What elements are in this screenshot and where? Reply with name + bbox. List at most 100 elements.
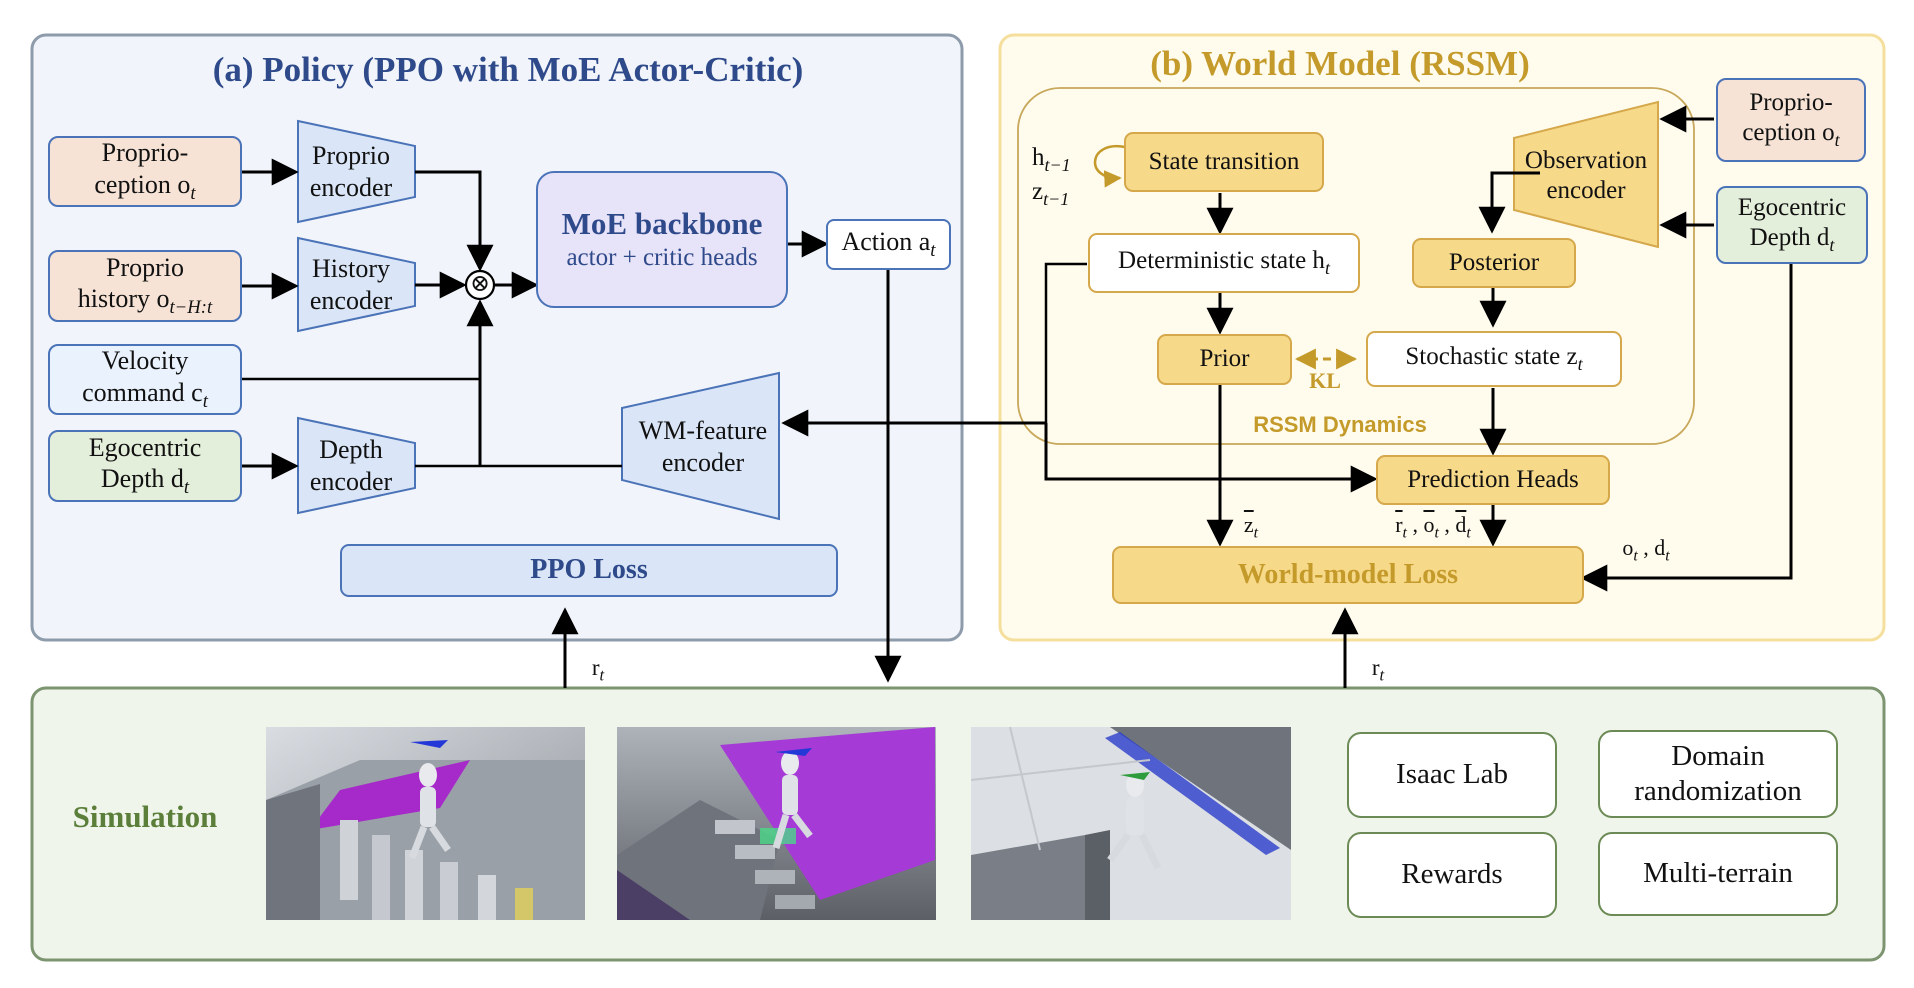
feature-domain-randomization: Domain randomization xyxy=(1598,730,1838,818)
wm-feature-encoder-shape xyxy=(621,371,780,521)
wm-feature-encoder-line2: encoder xyxy=(661,448,745,477)
deterministic-label: Deterministic state h xyxy=(1118,247,1325,275)
wm-reward-label: rt xyxy=(1358,655,1398,685)
observation-encoder-line2: encoder xyxy=(1546,177,1626,204)
observation-encoder-line1: Observation xyxy=(1524,146,1648,174)
targets-label: ot , dt xyxy=(1622,534,1670,565)
rssm-dynamics-region xyxy=(1017,87,1695,445)
action-label: Action a xyxy=(841,226,931,256)
world-model-title: (b) World Model (RSSM) xyxy=(1150,44,1530,83)
input-proprio-history-line2: history o xyxy=(77,284,170,314)
wm-input-egocentric-depth: Egocentric Depth dt xyxy=(1716,186,1868,264)
posterior: Posterior xyxy=(1412,238,1576,288)
wm-input-proprio-line1: Proprio- xyxy=(1749,88,1833,116)
wm-feature-encoder-line1: WM-feature xyxy=(638,416,768,446)
input-velocity-line1: Velocity xyxy=(101,346,189,376)
action-sub: t xyxy=(930,240,936,262)
action-output: Action at xyxy=(826,219,951,270)
depth-encoder-line2: encoder xyxy=(309,467,393,496)
recurrence-loop xyxy=(1093,144,1126,188)
z-hat-sub: t xyxy=(1253,524,1259,542)
input-proprioception-line1: Proprio- xyxy=(101,138,189,168)
proprio-encoder-shape xyxy=(297,119,416,224)
input-proprio-history-line1: Proprio xyxy=(106,252,184,282)
feature-rewards: Rewards xyxy=(1347,832,1557,918)
moe-backbone: MoE backbone actor + critic heads xyxy=(536,171,788,308)
input-velocity-sub: t xyxy=(202,391,208,413)
depth-encoder-line1: Depth xyxy=(319,435,383,465)
fusion-symbol: ⊗ xyxy=(469,271,491,298)
wm-feature-encoder-label: WM-feature encoder xyxy=(630,410,776,484)
stochastic-label: Stochastic state z xyxy=(1405,343,1578,371)
observation-encoder-shape xyxy=(1513,100,1659,249)
feature-multi-terrain: Multi-terrain xyxy=(1598,832,1838,916)
z-hat: z xyxy=(1243,511,1254,537)
wm-input-proprioception: Proprio- ception ot xyxy=(1716,78,1866,162)
policy-reward-sub: t xyxy=(599,665,605,685)
deterministic-sub: t xyxy=(1324,258,1330,279)
prediction-heads: Prediction Heads xyxy=(1376,455,1610,505)
wm-input-depth-line2: Depth d xyxy=(1749,224,1830,252)
moe-backbone-subtitle: actor + critic heads xyxy=(566,244,758,272)
sim-render-stairs xyxy=(617,727,936,920)
input-depth-line1: Egocentric xyxy=(88,432,202,462)
policy-reward-label: rt xyxy=(578,655,618,685)
input-egocentric-depth: Egocentric Depth dt xyxy=(48,430,242,502)
world-model-arrows xyxy=(781,105,1793,688)
depth-encoder-shape xyxy=(297,416,416,515)
target-o-sub: t xyxy=(1633,547,1638,565)
input-velocity-command: Velocity command ct xyxy=(48,344,242,415)
simulation-title: Simulation xyxy=(72,799,218,835)
sim-render-gap xyxy=(970,726,1291,920)
input-proprio-history: Proprio history ot−H:t xyxy=(48,250,242,322)
prior: Prior xyxy=(1157,334,1292,385)
pred-o-sub: t xyxy=(1434,524,1439,542)
input-depth-line2: Depth d xyxy=(100,464,184,494)
feature-isaac-lab: Isaac Lab xyxy=(1347,732,1557,818)
depth-encoder-label: Depth encoder xyxy=(298,432,404,500)
target-d: d xyxy=(1654,534,1666,560)
moe-backbone-title: MoE backbone xyxy=(561,206,763,242)
prev-z: z xyxy=(1032,178,1044,205)
rssm-dynamics-label: RSSM Dynamics xyxy=(1253,411,1427,437)
policy-arrows xyxy=(242,158,902,688)
kl-label: KL xyxy=(1309,367,1341,393)
wm-reward-sub: t xyxy=(1379,665,1385,685)
history-encoder-line2: encoder xyxy=(309,286,393,315)
proprio-encoder-label: Proprio encoder xyxy=(298,138,404,206)
prev-h: h xyxy=(1032,144,1045,172)
deterministic-state: Deterministic state ht xyxy=(1088,233,1360,293)
wm-input-depth-line1: Egocentric xyxy=(1737,193,1847,221)
state-transition: State transition xyxy=(1124,132,1324,192)
observation-encoder-label: Observation encoder xyxy=(1514,142,1658,210)
input-velocity-line2: command c xyxy=(82,377,203,407)
sim-render-stepping-stones xyxy=(266,727,585,920)
pred-r: r xyxy=(1395,511,1403,537)
input-proprioception-line2: ception o xyxy=(94,169,191,199)
stochastic-sub: t xyxy=(1577,354,1583,375)
wm-input-proprio-line2: ception o xyxy=(1742,119,1835,147)
world-model-loss: World-model Loss xyxy=(1112,546,1584,604)
input-depth-sub: t xyxy=(183,477,190,499)
input-proprio-history-sub: t−H:t xyxy=(169,297,213,319)
prev-z-sub: t−1 xyxy=(1043,189,1070,209)
target-d-sub: t xyxy=(1665,547,1670,565)
wm-input-depth-sub: t xyxy=(1829,235,1835,256)
input-proprioception: Proprio- ception ot xyxy=(48,136,242,207)
pred-o: o xyxy=(1423,511,1435,537)
stochastic-state: Stochastic state zt xyxy=(1366,331,1622,387)
input-proprioception-sub: t xyxy=(190,183,196,205)
pred-d-sub: t xyxy=(1466,524,1471,542)
proprio-encoder-line2: encoder xyxy=(309,173,393,202)
policy-title: (a) Policy (PPO with MoE Actor-Critic) xyxy=(212,50,804,89)
policy-reward: r xyxy=(591,655,600,681)
predictions-label: rt , ot , dt xyxy=(1395,511,1471,542)
proprio-encoder-line1: Proprio xyxy=(312,141,390,171)
z-hat-label: zt xyxy=(1232,512,1270,542)
pred-d: d xyxy=(1455,511,1467,537)
ppo-loss: PPO Loss xyxy=(340,544,838,597)
wm-reward: r xyxy=(1371,655,1380,681)
history-encoder-line1: History xyxy=(312,254,390,284)
history-encoder-shape xyxy=(297,236,416,333)
pred-r-sub: t xyxy=(1402,524,1407,542)
